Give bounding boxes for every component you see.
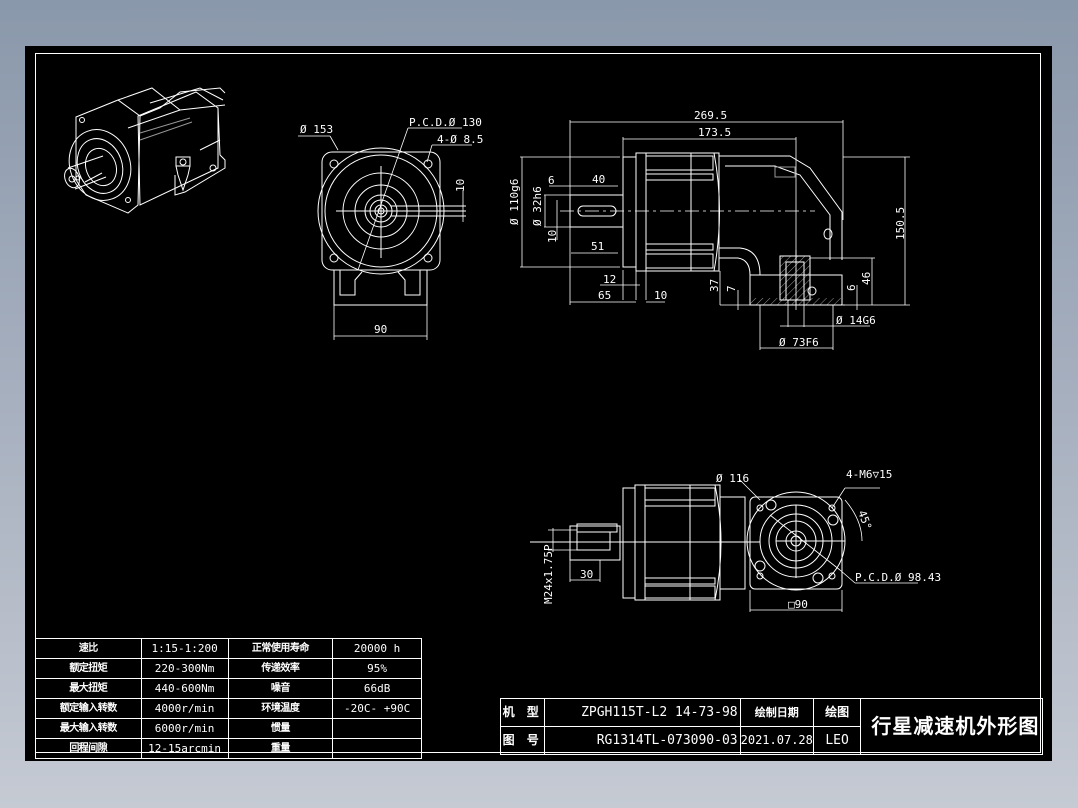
dim-side-base-height: 37 xyxy=(708,279,721,292)
spec-value: 12-15arcmin xyxy=(140,738,229,759)
spec-value: 95% xyxy=(332,658,422,679)
spec-value: 66dB xyxy=(332,678,422,699)
spec-value xyxy=(332,738,422,759)
dim-front-key-width: 10 xyxy=(454,179,467,192)
dim-bottom-thread: M24x1.75P xyxy=(542,544,555,604)
dim-side-input-step: 6 xyxy=(845,284,858,291)
dim-bottom-output-dia: Ø 116 xyxy=(716,472,749,485)
spec-value: -20C- +90C xyxy=(332,698,422,719)
spec-value: 220-300Nm xyxy=(140,658,229,679)
dim-side-spigot: 10 xyxy=(654,289,667,302)
dim-bottom-thread-depth: 30 xyxy=(580,568,593,581)
drawing-title: 行星减速机外形图 xyxy=(860,698,1043,755)
drafter-label: 绘图 xyxy=(812,698,862,727)
spec-row: 回程间隙 12-15arcmin 重量 xyxy=(35,738,422,759)
dim-side-overall-length: 269.5 xyxy=(694,109,727,122)
front-view: Ø 153 P.C.D.Ø 130 4-Ø 8.5 10 90 xyxy=(298,116,483,340)
title-block: 机 型 ZPGH115T-L2 14-73-98 绘制日期 绘图 行星减速机外形… xyxy=(499,698,1043,755)
dim-side-shaft-dia: Ø 32h6 xyxy=(531,186,544,226)
spec-value xyxy=(332,718,422,739)
spec-label: 速比 xyxy=(35,638,142,659)
date-label: 绘制日期 xyxy=(739,698,814,727)
dim-side-input-height: 46 xyxy=(860,272,873,285)
spec-value: 440-600Nm xyxy=(140,678,229,699)
spec-row: 最大扭矩 440-600Nm 噪音 66dB xyxy=(35,678,422,699)
spec-row: 速比 1:15-1:200 正常使用寿命 20000 h xyxy=(35,638,422,659)
dim-bottom-angle: 45° xyxy=(855,509,874,532)
dim-front-base-width: 90 xyxy=(374,323,387,336)
model-label: 机 型 xyxy=(499,698,546,727)
dim-side-flange-thk: 12 xyxy=(603,273,616,286)
spec-label: 噪音 xyxy=(227,678,334,699)
dim-side-key-offset: 6 xyxy=(548,174,555,187)
spec-value: 4000r/min xyxy=(140,698,229,719)
dim-side-base-step: 7 xyxy=(725,285,738,292)
dim-side-shaft-to-flange: 65 xyxy=(598,289,611,302)
spec-label: 重量 xyxy=(227,738,334,759)
dim-side-input-bore: Ø 14G6 xyxy=(836,314,876,327)
spec-label: 最大扭矩 xyxy=(35,678,142,699)
spec-label: 额定输入转数 xyxy=(35,698,142,719)
spec-label: 最大输入转数 xyxy=(35,718,142,739)
dim-front-pcd: P.C.D.Ø 130 xyxy=(409,116,482,129)
date-value: 2021.07.28 xyxy=(739,726,814,755)
dim-side-key-width: 10 xyxy=(546,230,559,243)
drafter-value: LEO xyxy=(812,726,862,755)
dim-side-shaft-length: 51 xyxy=(591,240,604,253)
spec-label: 回程间隙 xyxy=(35,738,142,759)
isometric-view xyxy=(64,87,226,214)
spec-row: 额定输入转数 4000r/min 环境温度 -20C- +90C xyxy=(35,698,422,719)
dim-side-height: 150.5 xyxy=(894,207,907,240)
dim-side-key-length: 40 xyxy=(592,173,605,186)
spec-table: 速比 1:15-1:200 正常使用寿命 20000 h 额定扭矩 220-30… xyxy=(35,638,422,759)
dim-side-body-length: 173.5 xyxy=(698,126,731,139)
spec-value: 1:15-1:200 xyxy=(140,638,229,659)
dim-side-input-pilot: Ø 73F6 xyxy=(779,336,819,349)
spec-value: 6000r/min xyxy=(140,718,229,739)
dim-bottom-square: □90 xyxy=(788,598,808,611)
spec-row: 最大输入转数 6000r/min 惯量 xyxy=(35,718,422,739)
dim-side-pilot-dia: Ø 110g6 xyxy=(508,179,521,225)
spec-label: 惯量 xyxy=(227,718,334,739)
bottom-view: Ø 116 M24x1.75P 30 4-M6▽15 45° P.C.D.Ø 9… xyxy=(530,468,941,612)
side-view: 269.5 173.5 Ø 110g6 Ø 32h6 6 40 10 51 12… xyxy=(508,109,910,350)
spec-row: 额定扭矩 220-300Nm 传递效率 95% xyxy=(35,658,422,679)
spec-label: 正常使用寿命 xyxy=(227,638,334,659)
spec-value: 20000 h xyxy=(332,638,422,659)
drawing-no-value: RG1314TL-073090-03 xyxy=(544,726,741,755)
spec-label: 环境温度 xyxy=(227,698,334,719)
dim-bottom-pcd: P.C.D.Ø 98.43 xyxy=(855,571,941,584)
dim-bottom-holes: 4-M6▽15 xyxy=(846,468,892,481)
drawing-no-label: 图 号 xyxy=(499,726,546,755)
spec-label: 额定扭矩 xyxy=(35,658,142,679)
dim-front-holes: 4-Ø 8.5 xyxy=(437,133,483,146)
model-value: ZPGH115T-L2 14-73-98 xyxy=(544,698,741,727)
spec-label: 传递效率 xyxy=(227,658,334,679)
dim-front-outer-dia: Ø 153 xyxy=(300,123,333,136)
